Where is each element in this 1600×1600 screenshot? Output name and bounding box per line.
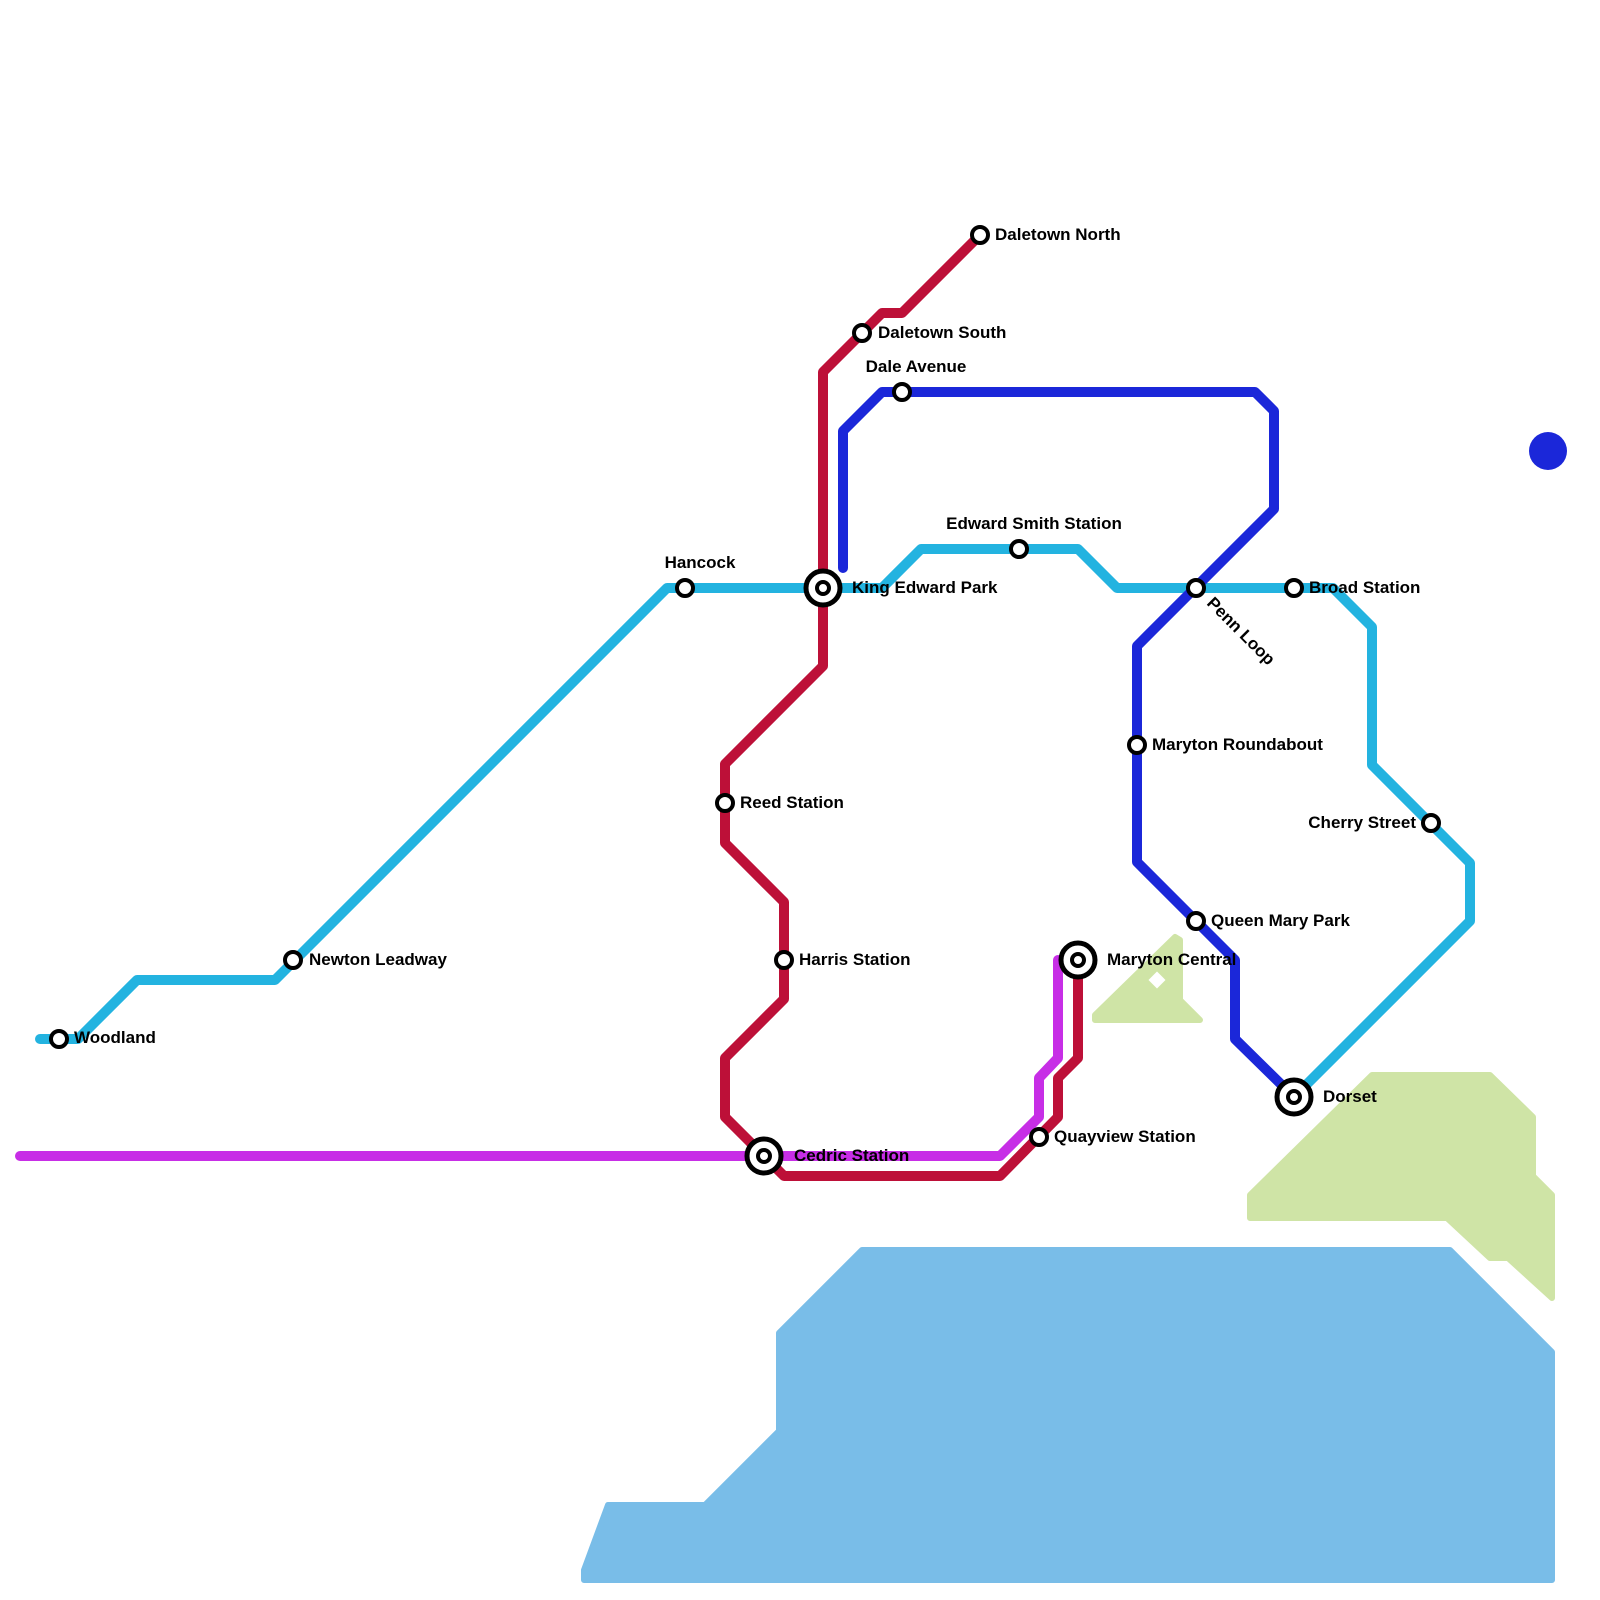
park-large: [1247, 1072, 1555, 1301]
station-daletown-north[interactable]: [970, 225, 990, 245]
station-broad[interactable]: [1284, 578, 1304, 598]
red-line[interactable]: [720, 230, 1083, 1181]
label-maryton-roundabout: Maryton Roundabout: [1152, 735, 1323, 754]
label-daletown-south: Daletown South: [878, 323, 1006, 342]
label-woodland: Woodland: [74, 1028, 156, 1047]
water-body: [581, 1247, 1555, 1583]
label-hancock: Hancock: [665, 553, 736, 572]
label-penn-loop: Penn Loop: [1203, 593, 1279, 669]
interchange-maryton-central[interactable]: [1058, 940, 1098, 980]
station-quayview[interactable]: [1029, 1127, 1049, 1147]
station-penn-loop[interactable]: [1186, 578, 1206, 598]
station-edward-smith[interactable]: [1009, 539, 1029, 559]
label-dale-avenue: Dale Avenue: [866, 357, 967, 376]
blue-line-terminus-dot: [1529, 432, 1567, 470]
label-quayview-station: Quayview Station: [1054, 1127, 1196, 1146]
station-harris[interactable]: [774, 950, 794, 970]
label-maryton-central: Maryton Central: [1107, 950, 1236, 969]
park-small: [1092, 934, 1203, 1023]
label-newton-leadway: Newton Leadway: [309, 950, 447, 969]
station-cherry-street[interactable]: [1421, 813, 1441, 833]
label-edward-smith: Edward Smith Station: [946, 514, 1122, 533]
label-king-edward-park: King Edward Park: [852, 578, 998, 597]
station-maryton-roundabout[interactable]: [1127, 735, 1147, 755]
label-dorset: Dorset: [1323, 1087, 1377, 1106]
interchange-cedric-station[interactable]: [744, 1136, 784, 1176]
label-reed-station: Reed Station: [740, 793, 844, 812]
blue-line[interactable]: [838, 387, 1299, 1102]
station-woodland[interactable]: [49, 1029, 69, 1049]
label-queen-mary-park: Queen Mary Park: [1211, 911, 1350, 930]
station-newton-leadway[interactable]: [283, 950, 303, 970]
interchange-king-edward-park[interactable]: [803, 568, 843, 608]
station-hancock[interactable]: [675, 578, 695, 598]
label-daletown-north: Daletown North: [995, 225, 1121, 244]
interchange-dorset[interactable]: [1274, 1077, 1314, 1117]
station-queen-mary-park[interactable]: [1186, 911, 1206, 931]
label-cherry-street: Cherry Street: [1308, 813, 1416, 832]
magenta-line[interactable]: [15, 955, 1063, 1161]
station-daletown-south[interactable]: [852, 323, 872, 343]
park-small-hole: [1148, 971, 1166, 989]
station-reed[interactable]: [715, 793, 735, 813]
label-broad-station: Broad Station: [1309, 578, 1420, 597]
label-cedric-station: Cedric Station: [794, 1146, 909, 1165]
station-dale-avenue[interactable]: [892, 382, 912, 402]
label-harris-station: Harris Station: [799, 950, 910, 969]
